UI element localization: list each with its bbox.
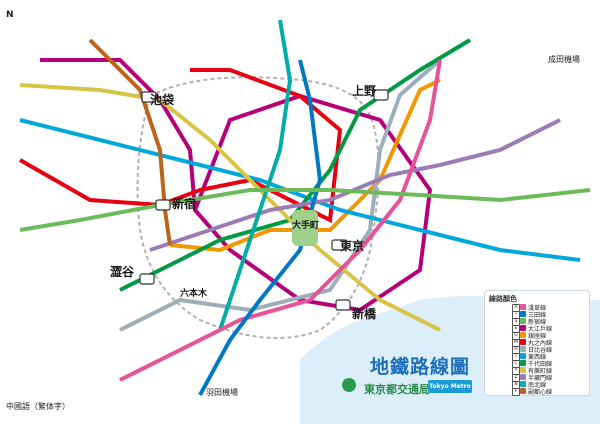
line-asakusa [119, 59, 442, 382]
tokyo-metro-logo: Tokyo Metro [428, 380, 472, 393]
hub-label-shinjuku: 新宿 [172, 196, 196, 211]
line-oedo [40, 58, 433, 313]
line-hanzomon [149, 118, 561, 252]
hub-label-ueno: 上野 [352, 83, 376, 98]
line-tozai [19, 118, 581, 262]
legend-line-label: 千代田線 [528, 361, 553, 368]
legend-swatch [520, 374, 526, 380]
hub-marker-shinjuku[interactable] [155, 199, 171, 211]
legend-swatch [520, 367, 526, 373]
imperial-palace [292, 210, 318, 246]
north-indicator: N [6, 10, 14, 20]
legend-swatch [520, 339, 526, 345]
legend-swatch [520, 318, 526, 324]
legend-line-label: 新宿線 [528, 319, 547, 326]
legend-line-label: 半藏門線 [528, 375, 553, 382]
legend-swatch [520, 353, 526, 359]
hub-label-otemachi: 大手町 [292, 219, 319, 231]
legend-box [484, 290, 590, 396]
legend-line-label: 南北線 [528, 382, 547, 389]
legend-line-label: 丸之內線 [528, 340, 553, 347]
hub-label-ikebukuro: 池袋 [150, 92, 175, 107]
legend-swatch [520, 360, 526, 366]
hub-marker-shibuya[interactable] [139, 273, 155, 285]
legend-line-label: 銀座線 [528, 333, 547, 340]
organization-name: 東京都交通局 [364, 383, 430, 396]
line-yurakucho [19, 83, 441, 332]
hub-label-shimbashi: 新橋 [352, 306, 377, 321]
legend-swatch [520, 332, 526, 338]
line-shinjuku [19, 188, 591, 232]
line-fukutoshin [88, 38, 172, 246]
hub-marker-tokyo[interactable] [331, 239, 347, 251]
hub-label-roppongi: 六本木 [180, 287, 208, 299]
line-marunouchi [19, 68, 343, 224]
hub-marker-shimbashi[interactable] [335, 299, 351, 311]
toei-logo-icon [342, 378, 356, 392]
hub-markers [139, 89, 389, 311]
legend-title: 線路顏色 [489, 295, 517, 303]
legend-line-label: 日比谷線 [528, 347, 553, 354]
legend-line-label: 有樂町線 [528, 368, 553, 375]
airport-narita[interactable]: 成田機場 [548, 55, 580, 64]
hub-label-shibuya: 澀谷 [110, 264, 135, 279]
legend-line-label: 三田線 [528, 312, 547, 319]
legend-swatch [520, 388, 526, 394]
line-mita [198, 59, 323, 396]
legend-swatch [520, 381, 526, 387]
line-namboku [218, 19, 293, 331]
legend-line-label: 大江戶線 [528, 326, 553, 333]
legend-line-code: F [512, 388, 520, 396]
hub-marker-ikebukuro[interactable] [141, 91, 157, 103]
line-chiyoda [119, 38, 472, 292]
legend-swatch [520, 304, 526, 310]
legend-line-label: 副都心線 [528, 389, 553, 396]
legend-swatch [520, 311, 526, 317]
hub-label-tokyo: 東京 [340, 238, 364, 253]
legend-line-label: 東西線 [528, 354, 547, 361]
line-ginza [169, 78, 441, 253]
legend-swatch [520, 325, 526, 331]
jr-loop [136, 76, 380, 339]
legend-swatch [520, 346, 526, 352]
airport-haneda[interactable]: 羽田機場 [206, 388, 238, 397]
hub-marker-ueno[interactable] [373, 89, 389, 101]
map-title: 地鐵路線圖 [370, 356, 471, 378]
language-label: 中國語（繁体字） [6, 402, 70, 411]
legend-line-label: 淺草線 [528, 305, 547, 312]
